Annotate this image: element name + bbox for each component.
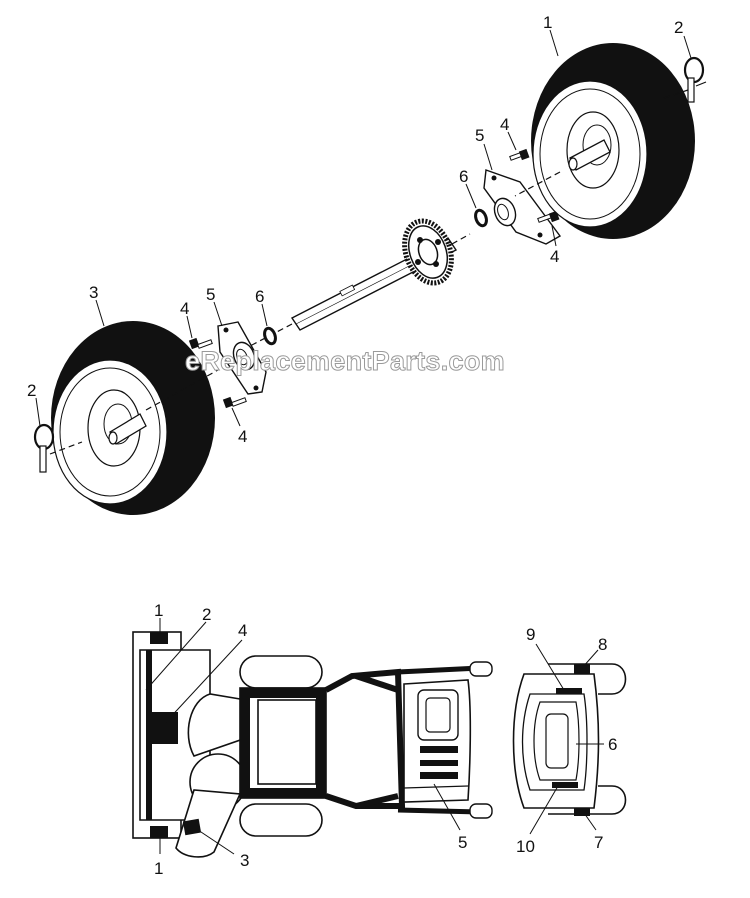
left-wheel xyxy=(51,321,219,515)
top-leader-lines xyxy=(35,29,692,427)
top-view-wheels xyxy=(239,655,323,837)
callout-6: 6 xyxy=(608,735,617,754)
engine-housing xyxy=(239,687,327,799)
callout-2: 2 xyxy=(202,605,211,624)
callout-1: 1 xyxy=(154,859,163,878)
bottom-leader-lines xyxy=(145,618,604,855)
left-washer xyxy=(263,326,277,346)
right-wheel xyxy=(514,43,695,239)
right-bearing-flange xyxy=(483,169,562,245)
callout-3: 3 xyxy=(89,283,98,302)
callout-9: 9 xyxy=(526,625,535,644)
watermark-text: eReplacementParts.com xyxy=(185,346,505,376)
callout-1: 1 xyxy=(154,601,163,620)
left-bearing-flange xyxy=(217,321,267,395)
bottom-callouts: 1 2 4 1 3 9 8 6 5 10 7 xyxy=(154,601,617,878)
handle-frame xyxy=(324,661,493,819)
callout-2: 2 xyxy=(674,18,683,37)
left-bolt-bottom xyxy=(222,396,247,409)
callout-5: 5 xyxy=(475,126,484,145)
control-console xyxy=(403,679,472,803)
axle-gear xyxy=(402,218,454,286)
right-washer xyxy=(474,208,488,228)
callout-4: 4 xyxy=(238,427,247,446)
callout-4: 4 xyxy=(500,115,509,134)
callout-4: 4 xyxy=(180,299,189,318)
callout-6: 6 xyxy=(459,167,468,186)
callout-4: 4 xyxy=(238,621,247,640)
left-hitch-pin xyxy=(33,423,83,473)
discharge-chute xyxy=(175,693,247,858)
rear-handle-assembly xyxy=(512,663,627,816)
callout-2: 2 xyxy=(27,381,36,400)
callout-3: 3 xyxy=(240,851,249,870)
callout-10: 10 xyxy=(516,837,535,856)
top-callouts: 1 2 3 2 4 5 6 4 5 6 4 4 xyxy=(27,13,683,446)
callout-6: 6 xyxy=(255,287,264,306)
right-hitch-pin xyxy=(663,56,707,103)
left-bolt-top xyxy=(188,337,213,350)
callout-1: 1 xyxy=(543,13,552,32)
callout-8: 8 xyxy=(598,635,607,654)
callout-5: 5 xyxy=(206,285,215,304)
callout-5: 5 xyxy=(458,833,467,852)
callout-4: 4 xyxy=(550,247,559,266)
right-bolt-top xyxy=(509,148,530,161)
callout-7: 7 xyxy=(594,833,603,852)
